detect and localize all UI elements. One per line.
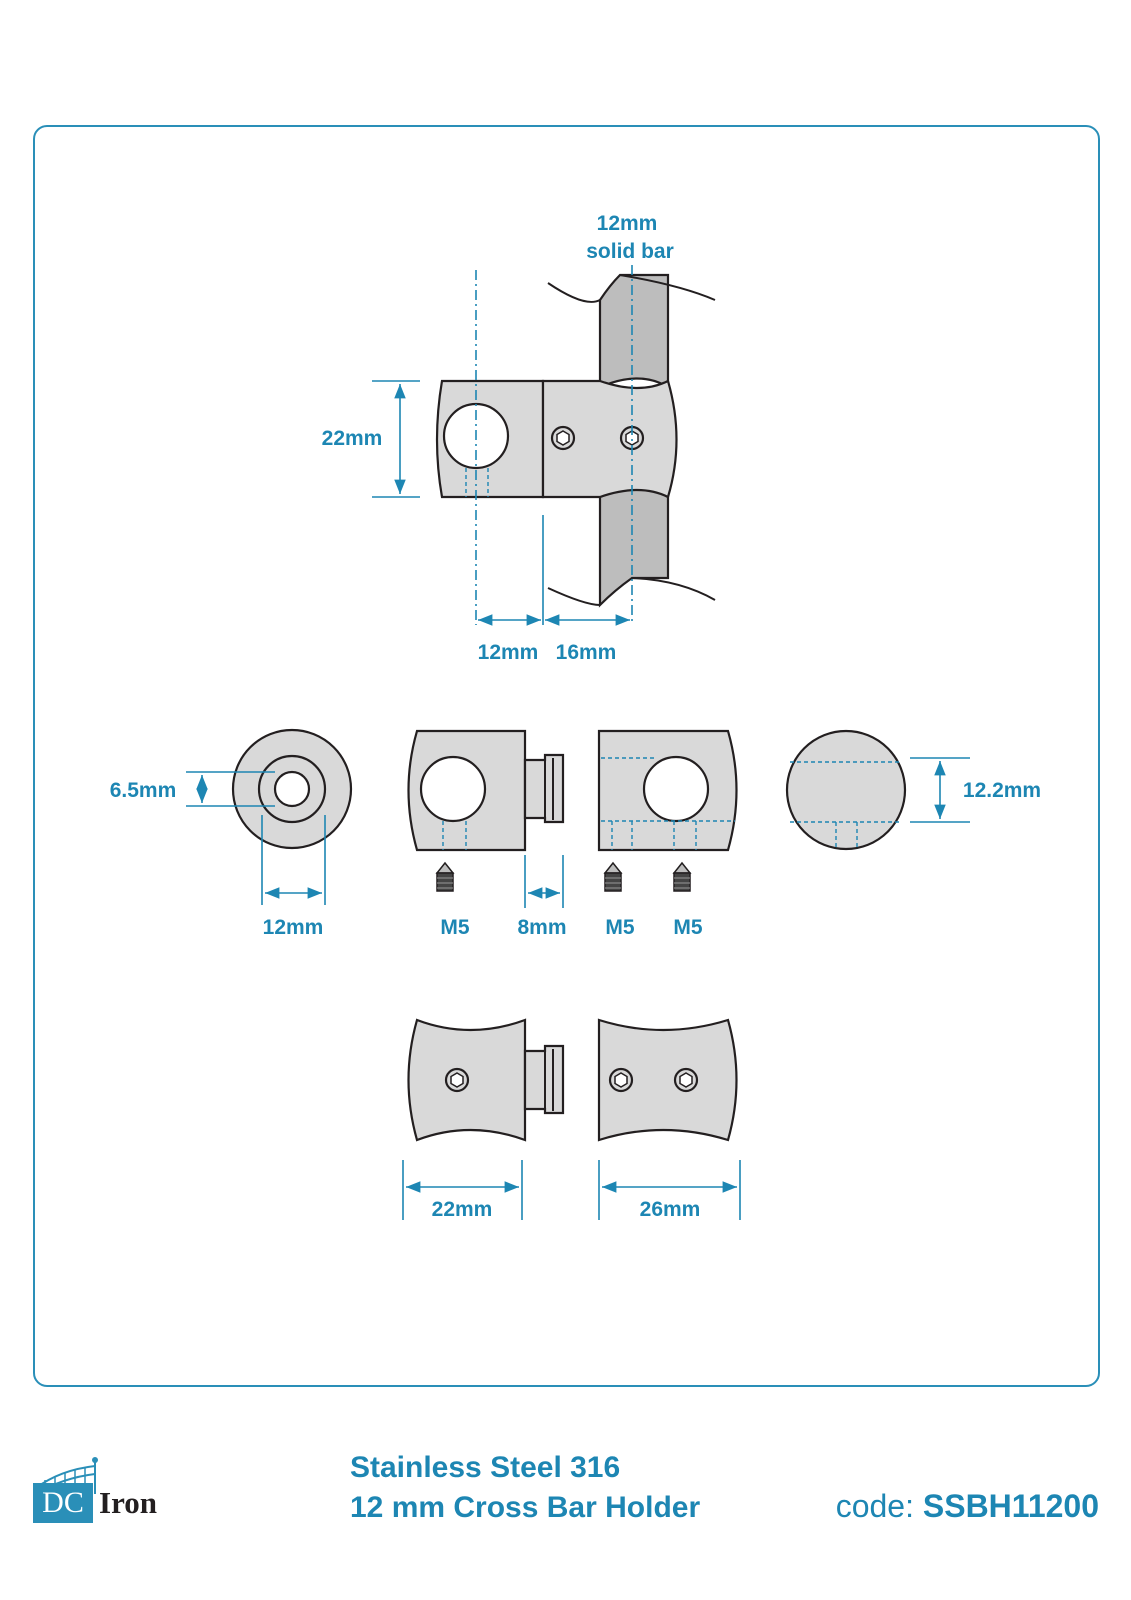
grub-screw-left xyxy=(435,861,455,892)
bore-dim-label: 6.5mm xyxy=(110,779,177,802)
bar-label-line1: 12mm xyxy=(597,212,658,235)
left-width-dim-label: 22mm xyxy=(432,1198,493,1221)
top-assembly-view: 12mm solid bar 22mm 12mm 16mm xyxy=(322,212,716,664)
side-views: 6.5mm 12mm xyxy=(110,728,1041,939)
grub-screw-right xyxy=(672,861,692,892)
offset-left-dim-label: 12mm xyxy=(478,641,539,664)
bar-break-top-right xyxy=(619,274,716,301)
product-title-line2: 12 mm Cross Bar Holder xyxy=(350,1491,701,1524)
height-dim-label: 22mm xyxy=(322,427,383,450)
bar-break-bottom-right xyxy=(631,577,716,601)
product-code-value: SSBH11200 xyxy=(922,1488,1099,1524)
product-title-line1: Stainless Steel 316 xyxy=(350,1451,621,1484)
bar-break-bottom-left xyxy=(547,587,601,606)
product-title: Stainless Steel 316 12 mm Cross Bar Hold… xyxy=(350,1448,700,1528)
product-code-label: code: xyxy=(835,1488,914,1524)
bar-break-top-left xyxy=(547,282,601,303)
end-disc-view xyxy=(785,729,907,851)
left-holder-bore xyxy=(419,755,487,823)
logo-iron-text: Iron xyxy=(99,1485,158,1520)
right-width-dim-label: 26mm xyxy=(640,1198,701,1221)
ring-bore xyxy=(273,770,311,808)
holder-right-block xyxy=(541,379,678,499)
solid-bar-upper xyxy=(598,273,670,389)
grub-screw-mid xyxy=(603,861,623,892)
product-code: code: SSBH11200 xyxy=(836,1488,1099,1525)
front-views: 22mm 26mm xyxy=(402,1018,741,1221)
right-holder-front xyxy=(597,1018,738,1142)
screw-mid-label: M5 xyxy=(605,916,634,939)
drawing-frame xyxy=(33,125,1100,1387)
logo-dc-box: DC xyxy=(33,1483,93,1523)
spigot-dim-label: 8mm xyxy=(517,916,566,939)
outer-dim-label: 12mm xyxy=(263,916,324,939)
solid-bar-lower xyxy=(598,487,670,608)
dc-iron-logo: DC Iron xyxy=(33,1455,173,1525)
bar-label-line2: solid bar xyxy=(586,240,674,263)
end-dim-label: 12.2mm xyxy=(963,779,1041,802)
right-holder-bore xyxy=(642,755,710,823)
offset-right-dim-label: 16mm xyxy=(556,641,617,664)
screw-right-label: M5 xyxy=(673,916,702,939)
screw-left-label: M5 xyxy=(440,916,469,939)
